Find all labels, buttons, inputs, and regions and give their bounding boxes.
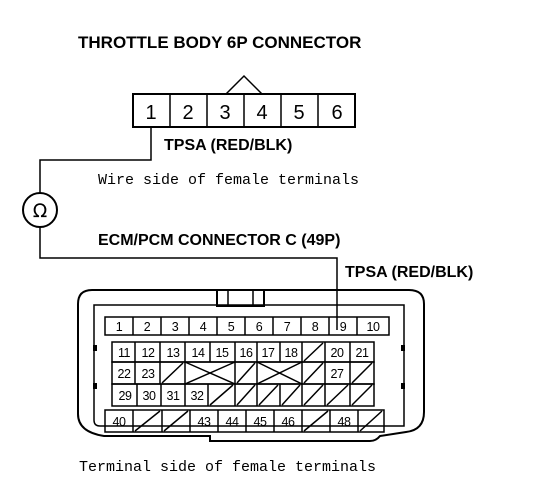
ecm-pin: 3 <box>172 320 179 334</box>
ecm-pin: 7 <box>284 320 291 334</box>
throttle-pin: 3 <box>219 102 230 124</box>
probe-wire-bottom <box>39 227 338 330</box>
ecm-pin: 1 <box>116 320 123 334</box>
ecm-pin: 11 <box>118 346 131 360</box>
throttle-pin: 5 <box>293 102 304 124</box>
tpsa-label-top: TPSA (RED/BLK) <box>164 137 292 154</box>
ecm-connector-title: ECM/PCM CONNECTOR C (49P) <box>98 232 340 249</box>
ecm-pin: 15 <box>216 346 229 360</box>
ecm-pin: 2 <box>144 320 151 334</box>
connector-latch <box>225 74 263 95</box>
throttle-pin: 2 <box>182 102 193 124</box>
ecm-pin: 27 <box>331 367 344 381</box>
ecm-pin: 31 <box>167 389 180 403</box>
ecm-pin: 21 <box>356 346 369 360</box>
ecm-pin: 17 <box>262 346 275 360</box>
throttle-connector-title: THROTTLE BODY 6P CONNECTOR <box>78 33 361 52</box>
ohm-symbol: Ω <box>33 200 48 222</box>
probe-wire-top <box>39 127 152 193</box>
ecm-pin: 4 <box>200 320 207 334</box>
ecm-pin: 30 <box>143 389 156 403</box>
ecm-pin: 10 <box>367 320 380 334</box>
throttle-pin: 1 <box>145 102 156 124</box>
ecm-top-tab <box>216 289 265 307</box>
throttle-pin: 6 <box>331 102 342 124</box>
ecm-pin: 16 <box>240 346 253 360</box>
ecm-pin: 40 <box>113 415 126 429</box>
ecm-pin-tpsa: 9 <box>340 320 347 334</box>
ecm-pin: 13 <box>167 346 180 360</box>
throttle-pin: 4 <box>256 102 267 124</box>
ecm-pin: 46 <box>282 415 295 429</box>
ecm-pin: 5 <box>228 320 235 334</box>
ecm-pin: 18 <box>285 346 298 360</box>
ecm-pin: 23 <box>142 367 155 381</box>
ecm-housing <box>77 289 425 442</box>
ecm-pin: 14 <box>192 346 205 360</box>
ecm-inner-frame <box>93 304 405 427</box>
throttle-6p-connector: 1 2 3 4 5 6 <box>132 93 356 128</box>
ecm-pin: 45 <box>254 415 267 429</box>
ecm-pin: 32 <box>191 389 204 403</box>
ecm-pin: 44 <box>226 415 239 429</box>
ecm-49p-connector: 1 2 3 4 5 6 7 8 9 10 11 12 13 14 15 16 1… <box>77 289 425 442</box>
ecm-pin: 6 <box>256 320 263 334</box>
ecm-pin: 20 <box>331 346 344 360</box>
ecm-pin: 43 <box>198 415 211 429</box>
ecm-pin: 12 <box>142 346 155 360</box>
terminal-side-caption: Terminal side of female terminals <box>79 459 376 476</box>
ecm-pin: 29 <box>119 389 132 403</box>
ecm-pin: 22 <box>118 367 131 381</box>
ecm-pin: 8 <box>312 320 319 334</box>
tpsa-label-bottom: TPSA (RED/BLK) <box>345 264 473 281</box>
ecm-pin: 48 <box>338 415 351 429</box>
wire-side-caption: Wire side of female terminals <box>98 172 359 189</box>
